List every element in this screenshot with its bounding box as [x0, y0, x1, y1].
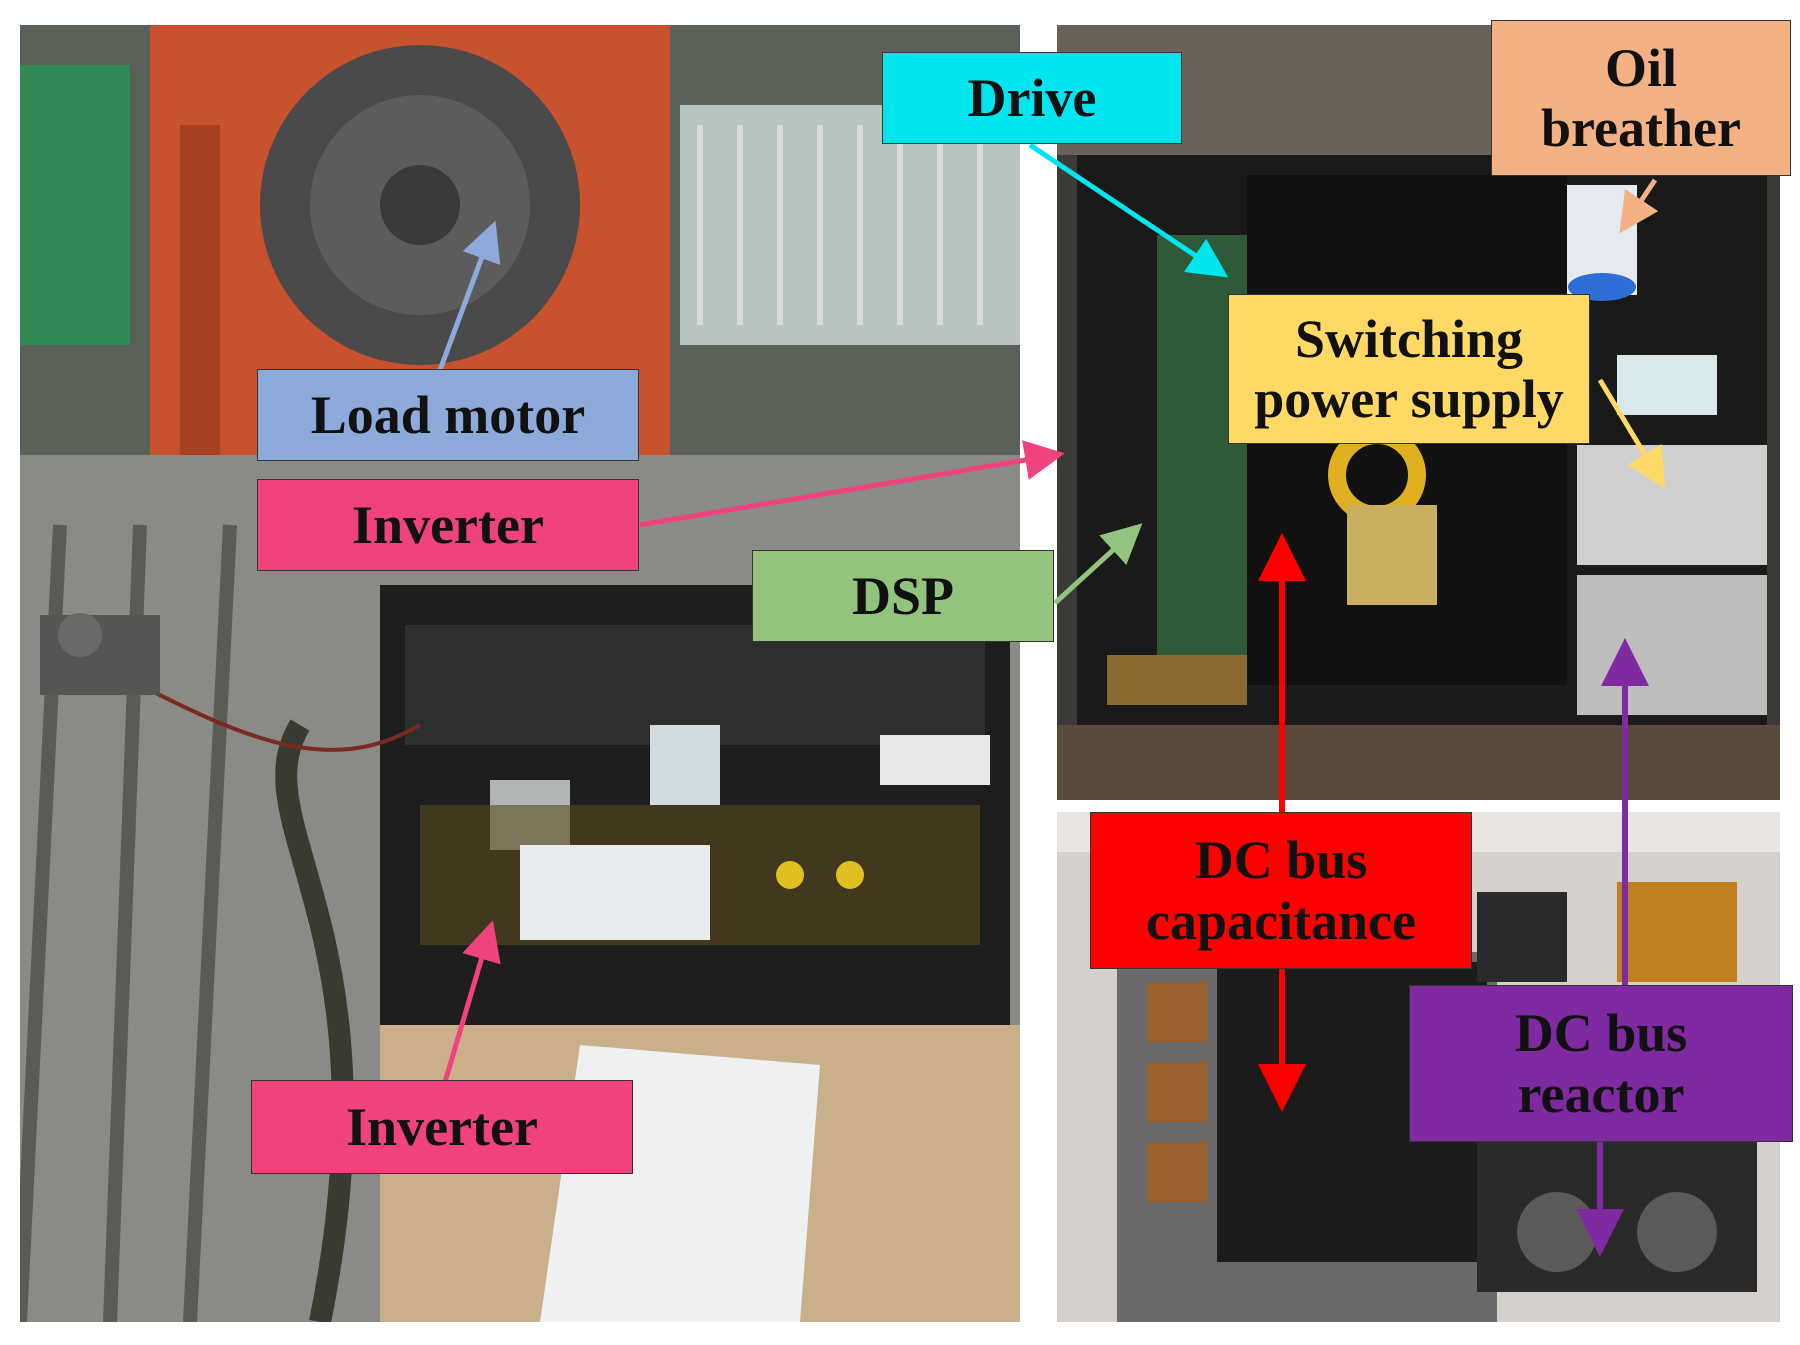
label-dc-bus-capacitance: DC bus capacitance: [1090, 812, 1472, 969]
label-oil-breather: Oil breather: [1491, 20, 1791, 176]
label-inverter-top: Inverter: [257, 479, 639, 571]
label-drive: Drive: [882, 52, 1182, 144]
label-inverter-bottom: Inverter: [251, 1080, 633, 1174]
label-switching-power-supply: Switching power supply: [1228, 294, 1590, 444]
label-dc-bus-reactor: DC bus reactor: [1409, 985, 1793, 1142]
label-dsp: DSP: [752, 550, 1054, 642]
label-load-motor: Load motor: [257, 369, 639, 461]
